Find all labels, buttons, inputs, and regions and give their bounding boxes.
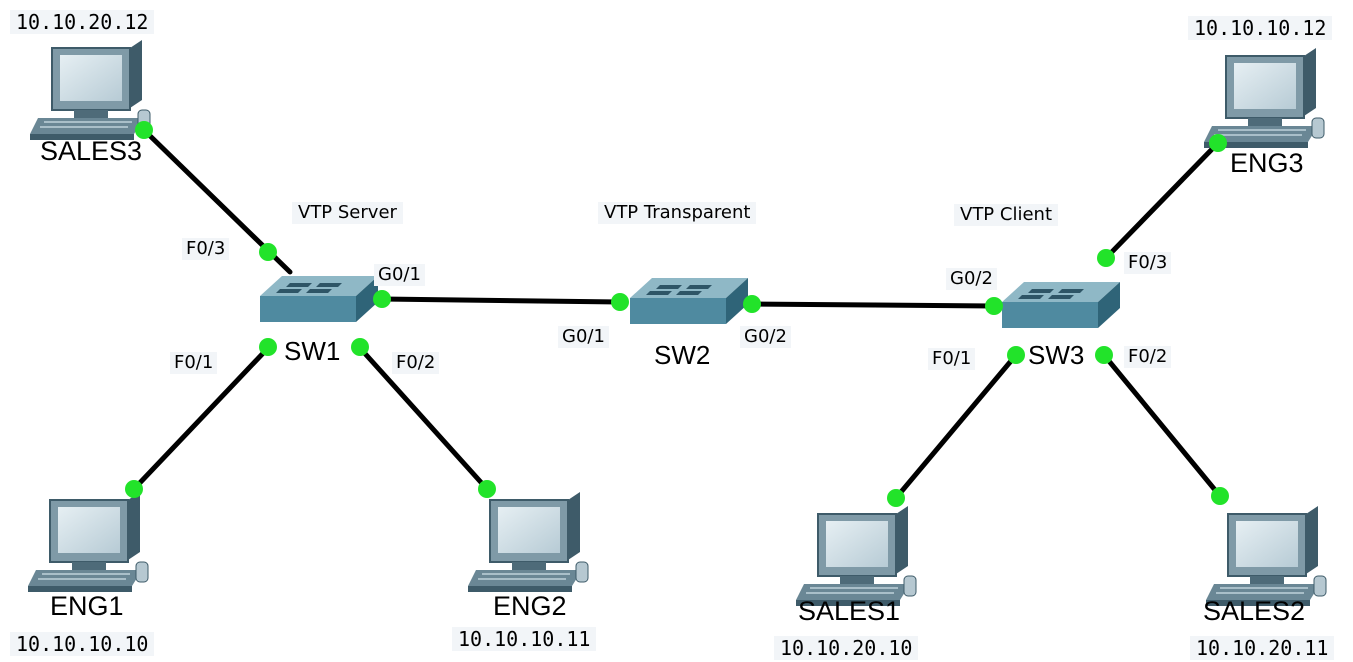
sw3-name: SW3	[1028, 340, 1085, 370]
pc-sales2-icon[interactable]	[1205, 505, 1327, 607]
links	[131, 127, 1223, 501]
pc-sales3-icon[interactable]	[29, 39, 151, 141]
sw2-port-g01: G0/1	[558, 326, 609, 348]
sw1-port-f01: F0/1	[170, 352, 218, 374]
eng1-name: ENG1	[50, 591, 124, 621]
link-sw1-eng2	[357, 345, 490, 492]
link-sw3-sales2	[1101, 352, 1223, 499]
link-sw1-sw2	[379, 296, 623, 305]
eng1-ip: 10.10.10.10	[10, 632, 155, 656]
sw3-port-f02: F0/2	[1124, 346, 1172, 368]
eng2-ip: 10.10.10.11	[452, 627, 597, 651]
eng2-name: ENG2	[493, 591, 567, 621]
link-dot	[351, 338, 369, 356]
sales3-ip: 10.10.20.12	[10, 10, 155, 34]
switch-sw1-icon[interactable]	[260, 276, 378, 322]
link-status-dots	[125, 121, 1229, 507]
link-dot	[611, 293, 629, 311]
link-sw3-sales1	[893, 352, 1019, 501]
sales2-ip: 10.10.20.11	[1190, 636, 1335, 660]
link-dot	[1007, 346, 1025, 364]
pc-sales1-icon[interactable]	[795, 505, 917, 607]
switch-sw3-icon[interactable]	[1002, 282, 1120, 328]
link-dot	[478, 480, 496, 498]
sw1-port-g01: G0/1	[374, 264, 425, 286]
link-dot	[1097, 249, 1115, 267]
sw2-name: SW2	[654, 340, 711, 370]
sw3-port-f01: F0/1	[928, 348, 976, 370]
link-dot	[1095, 346, 1113, 364]
sw1-vtp-role: VTP Server	[292, 202, 403, 224]
link-sw2-sw3	[749, 301, 997, 309]
link-sw3-eng3	[1103, 140, 1221, 261]
link-dot	[125, 480, 143, 498]
sales2-name: SALES2	[1203, 596, 1306, 626]
link-dot	[259, 243, 277, 261]
sw3-port-g02: G0/2	[946, 268, 997, 290]
eng3-name: ENG3	[1230, 148, 1304, 178]
sales1-ip: 10.10.20.10	[774, 636, 919, 660]
pc-eng2-icon[interactable]	[467, 491, 589, 593]
sales3-name: SALES3	[40, 136, 143, 166]
link-dot	[887, 489, 905, 507]
link-sw1-eng1	[131, 345, 271, 492]
sw3-vtp-role: VTP Client	[954, 204, 1058, 226]
sw1-port-f03: F0/3	[182, 238, 230, 260]
pc-eng3-icon[interactable]	[1203, 47, 1325, 149]
sw1-name: SW1	[284, 336, 341, 366]
sw3-port-f03: F0/3	[1124, 252, 1172, 274]
link-dot	[743, 295, 761, 313]
switch-sw2-icon[interactable]	[630, 278, 748, 324]
link-dot	[135, 121, 153, 139]
link-dot	[1209, 134, 1227, 152]
link-dot	[1211, 487, 1229, 505]
sw2-vtp-role: VTP Transparent	[598, 202, 757, 224]
sw1-port-f02: F0/2	[392, 352, 440, 374]
eng3-ip: 10.10.10.12	[1188, 16, 1333, 40]
pc-eng1-icon[interactable]	[27, 491, 149, 593]
link-dot	[259, 338, 277, 356]
link-dot	[985, 297, 1003, 315]
link-dot	[373, 290, 391, 308]
sw2-port-g02: G0/2	[740, 326, 791, 348]
sales1-name: SALES1	[798, 596, 901, 626]
